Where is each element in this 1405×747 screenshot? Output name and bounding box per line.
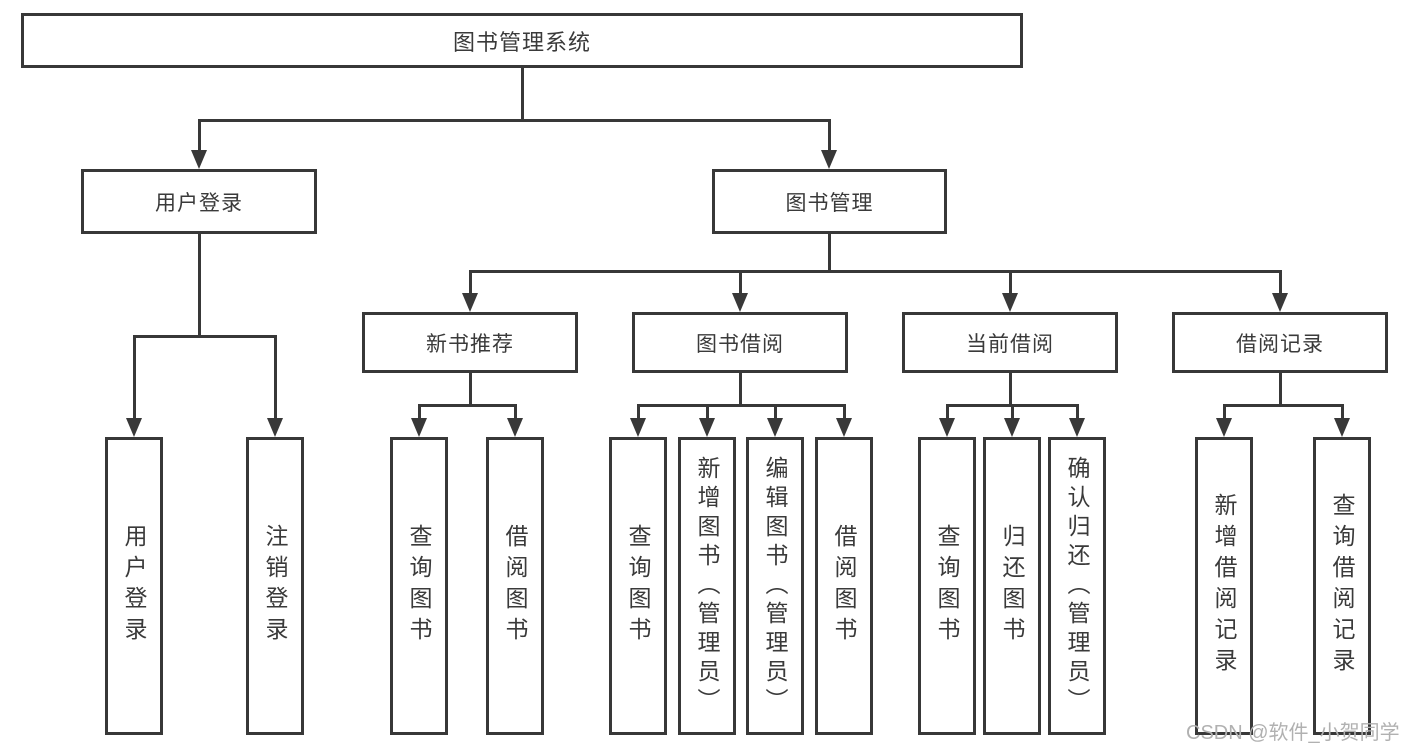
connector-book-borrow-split	[636, 404, 846, 407]
node-current-borrow: 当前借阅	[902, 312, 1118, 373]
node-book-management: 图书管理	[712, 169, 947, 234]
connector-root-stem	[520, 68, 524, 122]
leaf-add-borrow-record: 新增借阅记录	[1195, 437, 1253, 735]
connector-arrow-user-login-shaft	[197, 119, 201, 154]
arrow-down-icon	[411, 418, 427, 437]
arrow-down-icon	[1334, 418, 1350, 437]
arrow-down-icon	[126, 418, 142, 437]
connector-arrow-current-borrow-shaft	[1008, 270, 1012, 296]
connector-arrow-leaf-user-login-shaft	[132, 335, 136, 420]
arrow-down-icon	[732, 293, 748, 312]
csdn-watermark: CSDN @软件_小贺同学	[1186, 722, 1400, 744]
connector-arrow-shaft	[1075, 404, 1079, 422]
leaf-query-books-1: 查询图书	[390, 437, 448, 735]
arrow-down-icon	[1216, 418, 1232, 437]
connector-arrow-book-borrow-shaft	[738, 270, 742, 296]
leaf-query-books-2: 查询图书	[609, 437, 667, 735]
connector-arrow-shaft	[842, 404, 846, 422]
node-root: 图书管理系统	[21, 13, 1023, 68]
connector-arrow-shaft	[705, 404, 709, 422]
leaf-borrow-books-2: 借阅图书	[815, 437, 873, 735]
connector-user-login-stem	[197, 234, 201, 338]
arrow-down-icon	[462, 293, 478, 312]
connector-borrow-records-stem	[1278, 373, 1282, 407]
arrow-down-icon	[1069, 418, 1085, 437]
node-user-login: 用户登录	[81, 169, 317, 234]
arrow-down-icon	[267, 418, 283, 437]
connector-arrow-book-management-shaft	[827, 119, 831, 154]
connector-arrow-shaft	[1222, 404, 1226, 422]
connector-book-borrow-stem	[738, 373, 742, 407]
connector-borrow-records-split	[1222, 404, 1344, 407]
arrow-down-icon	[507, 418, 523, 437]
node-borrow-records: 借阅记录	[1172, 312, 1388, 373]
connector-user-login-split	[132, 335, 277, 338]
arrow-down-icon	[1272, 293, 1288, 312]
connector-new-book-stem	[468, 373, 472, 407]
connector-arrow-shaft	[513, 404, 517, 422]
arrow-down-icon	[699, 418, 715, 437]
connector-book-management-stem	[827, 234, 831, 273]
arrow-down-icon	[191, 150, 207, 169]
arrow-down-icon	[821, 150, 837, 169]
leaf-edit-book-admin: 编辑图书（管理员）	[746, 437, 804, 735]
node-new-book-recommend: 新书推荐	[362, 312, 578, 373]
connector-new-book-split	[417, 404, 517, 407]
arrow-down-icon	[767, 418, 783, 437]
leaf-query-borrow-record: 查询借阅记录	[1313, 437, 1371, 735]
connector-arrow-shaft	[636, 404, 640, 422]
connector-arrow-shaft	[417, 404, 421, 422]
arrow-down-icon	[836, 418, 852, 437]
connector-arrow-new-book-shaft	[468, 270, 472, 296]
connector-arrow-shaft	[1340, 404, 1344, 422]
leaf-confirm-return-admin: 确认归还（管理员）	[1048, 437, 1106, 735]
connector-arrow-shaft	[773, 404, 777, 422]
leaf-add-book-admin: 新增图书（管理员）	[678, 437, 736, 735]
arrow-down-icon	[1004, 418, 1020, 437]
connector-arrow-shaft	[1010, 404, 1014, 422]
leaf-logout: 注销登录	[246, 437, 304, 735]
node-book-borrow: 图书借阅	[632, 312, 848, 373]
connector-book-management-split	[468, 270, 1282, 273]
leaf-return-book: 归还图书	[983, 437, 1041, 735]
connector-arrow-shaft	[945, 404, 949, 422]
leaf-borrow-books-1: 借阅图书	[486, 437, 544, 735]
arrow-down-icon	[939, 418, 955, 437]
arrow-down-icon	[630, 418, 646, 437]
connector-root-split	[197, 119, 831, 122]
arrow-down-icon	[1002, 293, 1018, 312]
leaf-query-books-3: 查询图书	[918, 437, 976, 735]
leaf-user-login: 用户登录	[105, 437, 163, 735]
connector-arrow-borrow-records-shaft	[1278, 270, 1282, 296]
connector-current-borrow-stem	[1008, 373, 1012, 407]
connector-arrow-leaf-logout-shaft	[273, 335, 277, 420]
